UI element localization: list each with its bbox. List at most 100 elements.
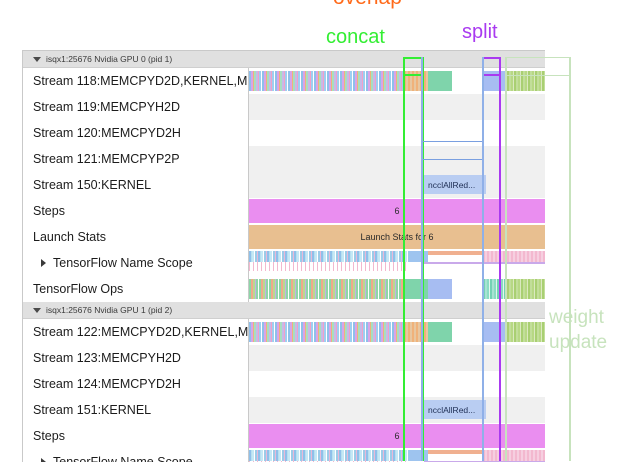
row-track[interactable] xyxy=(249,449,545,462)
track-row-label-text: Stream 120:MEMCPYD2H xyxy=(33,126,181,140)
timeline-bar[interactable]: Launch Stats for 6 xyxy=(249,225,545,249)
chevron-down-icon[interactable] xyxy=(33,307,41,313)
annotation-weight-line1: weight xyxy=(549,307,604,328)
group-header-label: isqx1:25676 Nvidia GPU 1 (pid 2) xyxy=(46,305,173,315)
row-track[interactable]: Launch Stats for 6 xyxy=(249,224,545,250)
timeline-bar[interactable] xyxy=(428,279,452,299)
step-bar-label: 6 xyxy=(394,206,400,216)
track-row-label-text: Stream 124:MEMCPYD2H xyxy=(33,377,181,391)
track-row[interactable]: Steps 6 xyxy=(23,198,545,224)
track-row-label[interactable]: Stream 124:MEMCPYD2H xyxy=(23,371,249,397)
track-row-label-text: Stream 119:MEMCPYH2D xyxy=(33,100,181,114)
track-row[interactable]: Stream 120:MEMCPYD2H xyxy=(23,120,545,146)
track-row-label[interactable]: Stream 121:MEMCPYP2P xyxy=(23,146,249,172)
timeline-bar[interactable] xyxy=(249,322,404,342)
timeline-bar[interactable]: 6 xyxy=(249,424,545,448)
timeline-bar[interactable] xyxy=(507,71,545,91)
chevron-down-icon[interactable] xyxy=(33,56,41,62)
step-bar-label: 6 xyxy=(394,431,400,441)
timeline-bar[interactable] xyxy=(404,279,428,299)
track-row-label[interactable]: Launch Stats xyxy=(23,224,249,250)
timeline-bar[interactable] xyxy=(409,450,428,461)
timeline-bar[interactable] xyxy=(507,322,545,342)
timeline-bar[interactable] xyxy=(249,262,409,271)
chevron-right-icon[interactable] xyxy=(41,458,46,462)
track-row-label-text: Stream 121:MEMCPYP2P xyxy=(33,152,180,166)
track-row-label[interactable]: Stream 118:MEMCPYD2D,KERNEL,ME xyxy=(23,68,249,94)
timeline-bar[interactable]: 6 xyxy=(249,199,545,223)
track-row-label[interactable]: Stream 123:MEMCPYH2D xyxy=(23,345,249,371)
track-row-label-text: Steps xyxy=(33,429,65,443)
row-track[interactable] xyxy=(249,68,545,94)
track-row[interactable]: Stream 124:MEMCPYD2H xyxy=(23,371,545,397)
timeline-bar[interactable] xyxy=(507,279,545,299)
timeline-bar[interactable] xyxy=(249,251,409,262)
row-track[interactable] xyxy=(249,371,545,397)
row-track[interactable]: 6 xyxy=(249,198,545,224)
row-track[interactable]: ncclAllRed... xyxy=(249,397,545,423)
launch-stats-bar-label: Launch Stats for 6 xyxy=(360,232,434,242)
track-row[interactable]: TensorFlow Name Scope xyxy=(23,250,545,276)
track-row-label-text: Stream 123:MEMCPYH2D xyxy=(33,351,181,365)
row-track[interactable]: 6 xyxy=(249,423,545,449)
track-row-label[interactable]: Stream 151:KERNEL xyxy=(23,397,249,423)
timeline-bar[interactable] xyxy=(483,279,507,299)
row-track[interactable] xyxy=(249,250,545,276)
timeline-bar[interactable] xyxy=(404,71,428,91)
track-row[interactable]: Stream 150:KERNEL ncclAllRed... xyxy=(23,172,545,198)
timeline-bar[interactable] xyxy=(249,450,409,461)
ncclallreduce-bar[interactable]: ncclAllRed... xyxy=(424,175,486,194)
row-track[interactable] xyxy=(249,319,545,345)
track-row[interactable]: TensorFlow Ops xyxy=(23,276,545,302)
track-row[interactable]: Steps 6 xyxy=(23,423,545,449)
track-row-label[interactable]: TensorFlow Name Scope xyxy=(23,250,249,276)
track-row[interactable]: Stream 118:MEMCPYD2D,KERNEL,ME xyxy=(23,68,545,94)
track-row-label[interactable]: Stream 150:KERNEL xyxy=(23,172,249,198)
timeline-bar[interactable] xyxy=(483,322,507,342)
track-row[interactable]: Stream 122:MEMCPYD2D,KERNEL,MI xyxy=(23,319,545,345)
timeline-bar[interactable] xyxy=(424,262,545,264)
timeline-bar[interactable] xyxy=(483,450,545,461)
timeline-bar[interactable] xyxy=(483,251,545,262)
track-row-label[interactable]: Stream 119:MEMCPYH2D xyxy=(23,94,249,120)
row-track[interactable]: ncclAllRed... xyxy=(249,172,545,198)
track-row-label[interactable]: Steps xyxy=(23,198,249,224)
track-row[interactable]: Stream 151:KERNEL ncclAllRed... xyxy=(23,397,545,423)
row-track[interactable] xyxy=(249,120,545,146)
chevron-right-icon[interactable] xyxy=(41,259,46,267)
timeline-bar[interactable] xyxy=(249,71,404,91)
annotation-concat: concat xyxy=(326,26,385,48)
track-row[interactable]: Launch Stats Launch Stats for 6 xyxy=(23,224,545,250)
row-track[interactable] xyxy=(249,276,545,302)
track-row[interactable]: Stream 123:MEMCPYH2D xyxy=(23,345,545,371)
annotation-weight-line2: update xyxy=(549,332,608,353)
ncclallreduce-bar[interactable]: ncclAllRed... xyxy=(424,400,486,419)
track-row-label[interactable]: TensorFlow Name Scope xyxy=(23,449,249,462)
annotation-overlap: overlap xyxy=(333,0,402,10)
track-row[interactable]: TensorFlow Name Scope xyxy=(23,449,545,462)
track-row[interactable]: Stream 119:MEMCPYH2D xyxy=(23,94,545,120)
timeline-bar[interactable] xyxy=(483,71,507,91)
track-row-label[interactable]: Stream 120:MEMCPYD2H xyxy=(23,120,249,146)
track-row-label-text: TensorFlow Name Scope xyxy=(53,256,193,270)
timeline-bar[interactable] xyxy=(404,322,428,342)
track-row-label[interactable]: Steps xyxy=(23,423,249,449)
track-row-label[interactable]: Stream 122:MEMCPYD2D,KERNEL,MI xyxy=(23,319,249,345)
weight-update-line-right xyxy=(569,57,571,461)
timeline-bar[interactable] xyxy=(409,251,428,262)
timeline-bar[interactable] xyxy=(409,450,545,454)
row-track[interactable] xyxy=(249,94,545,120)
track-row-label[interactable]: TensorFlow Ops xyxy=(23,276,249,302)
row-track[interactable] xyxy=(249,345,545,371)
group-header-1[interactable]: isqx1:25676 Nvidia GPU 1 (pid 2) xyxy=(23,302,545,319)
track-row[interactable]: Stream 121:MEMCPYP2P xyxy=(23,146,545,172)
group-header-0[interactable]: isqx1:25676 Nvidia GPU 0 (pid 1) xyxy=(23,51,545,68)
row-track[interactable] xyxy=(249,146,545,172)
timeline-bar[interactable] xyxy=(249,279,404,299)
track-row-label-text: TensorFlow Name Scope xyxy=(53,455,193,462)
track-row-label-text: Stream 150:KERNEL xyxy=(33,178,152,192)
timeline-bar[interactable] xyxy=(409,251,545,255)
timeline-bar[interactable] xyxy=(428,71,452,91)
trace-viewer-panel[interactable]: isqx1:25676 Nvidia GPU 0 (pid 1)Stream 1… xyxy=(22,50,545,462)
timeline-bar[interactable] xyxy=(428,322,452,342)
